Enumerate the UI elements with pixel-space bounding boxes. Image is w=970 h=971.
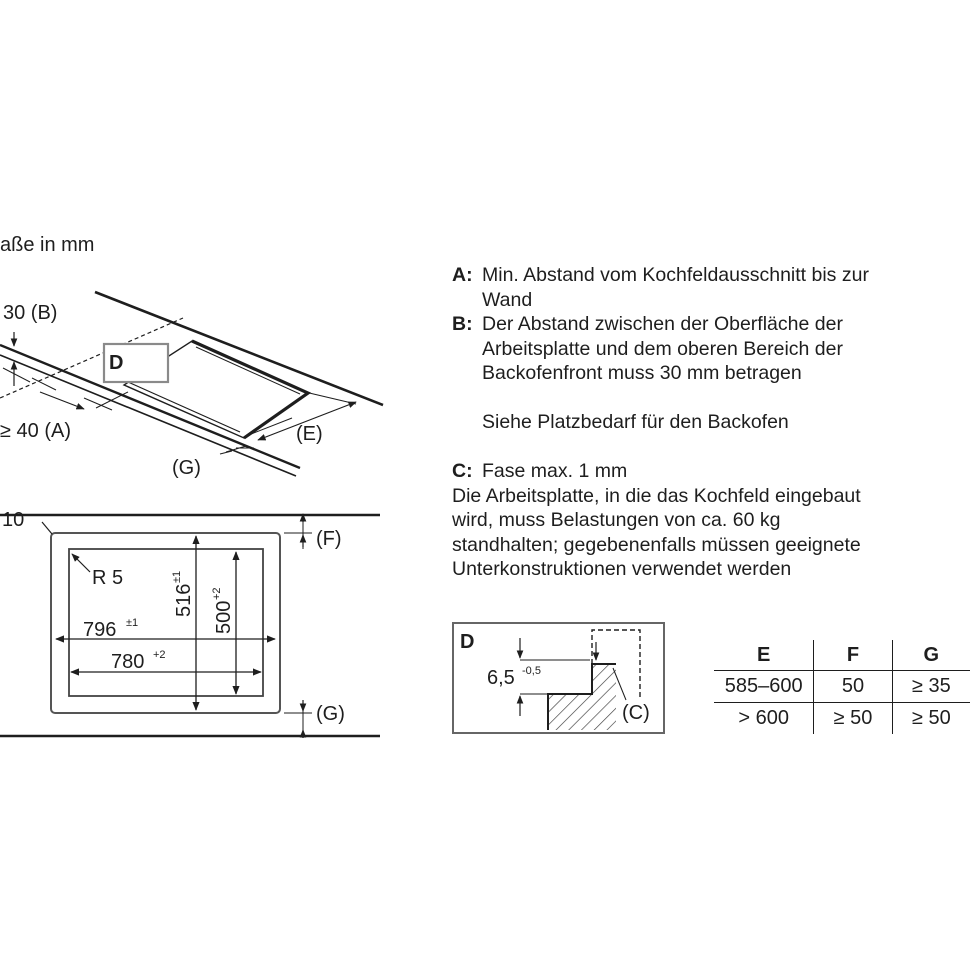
label-g-bottom: (G) xyxy=(316,703,345,725)
label-780: 780 xyxy=(111,651,144,673)
table-cell: ≥ 35 xyxy=(891,670,970,703)
units-note: aße in mm xyxy=(0,234,94,256)
note-line4: Unterkonstruktionen verwendet werden xyxy=(452,558,792,580)
legend-b-key: B: xyxy=(452,313,473,335)
label-500: 500 xyxy=(213,601,235,634)
legend-b-line4: Siehe Platzbedarf für den Backofen xyxy=(482,411,789,433)
legend-b-line3: Backofenfront muss 30 mm betragen xyxy=(482,362,802,384)
legend-b-line2: Arbeitsplatte und dem oberen Bereich der xyxy=(482,337,843,360)
label-796: 796 xyxy=(83,619,116,641)
legend-a-line1: Min. Abstand vom Kochfeldausschnitt bis … xyxy=(482,264,869,286)
label-516: 516 xyxy=(173,584,195,617)
note-line1: Die Arbeitsplatte, in die das Kochfeld e… xyxy=(452,484,861,507)
table-cell: ≥ 50 xyxy=(891,702,970,734)
detail-dim-tolerance: -0,5 xyxy=(522,665,541,677)
detail-label-c: (C) xyxy=(622,702,650,724)
label-796-tolerance: ±1 xyxy=(126,617,138,629)
label-e: (E) xyxy=(296,423,323,445)
legend-c-key: C: xyxy=(452,460,473,482)
label-780-tolerance: +2 xyxy=(153,649,166,661)
note-line3: standhalten; gegebenenfalls müssen geeig… xyxy=(452,533,861,556)
table-cell: 585–600 xyxy=(714,670,814,703)
legend-a-line2: Wand xyxy=(482,288,533,311)
label-f: (F) xyxy=(316,528,342,550)
legend-c-line1: Fase max. 1 mm xyxy=(482,460,628,482)
label-g-top: (G) xyxy=(172,457,201,479)
label-516-tolerance: ±1 xyxy=(171,571,183,583)
detail-label-d: D xyxy=(460,631,474,653)
table-cell: ≥ 50 xyxy=(813,702,893,734)
detail-d: D 6,5 -0,5 (C) xyxy=(452,622,665,734)
label-r5: R 5 xyxy=(92,567,123,589)
cutout-plan xyxy=(0,513,380,738)
table-header-row: E F G xyxy=(714,640,970,671)
table-header-f: F xyxy=(813,640,893,671)
dimensions-table: E F G 585–600 50 ≥ 35 > 600 ≥ 50 ≥ 50 xyxy=(714,640,970,734)
legend-b-line1: Der Abstand zwischen der Oberfläche der xyxy=(482,313,843,335)
label-10: 10 xyxy=(2,509,24,531)
legend-a-key: A: xyxy=(452,264,473,286)
table-row: 585–600 50 ≥ 35 xyxy=(714,670,970,703)
table-header-g: G xyxy=(891,640,970,671)
table-cell: > 600 xyxy=(714,702,814,734)
label-a: ≥ 40 (A) xyxy=(0,420,71,442)
table-row: > 600 ≥ 50 ≥ 50 xyxy=(714,702,970,734)
table-header-e: E xyxy=(757,643,771,666)
note-line2: wird, muss Belastungen von ca. 60 kg xyxy=(452,509,781,531)
label-d: D xyxy=(109,352,123,374)
cutout-labels: 10 R 5 796 ±1 780 +2 516 ±1 500 +2 (F) (… xyxy=(2,509,345,725)
table-cell: 50 xyxy=(813,670,893,703)
perspective-drawing xyxy=(0,290,384,477)
label-500-tolerance: +2 xyxy=(211,587,223,600)
label-b: 30 (B) xyxy=(3,302,57,324)
detail-dim: 6,5 xyxy=(487,667,515,689)
perspective-labels: aße in mm 30 (B) ≥ 40 (A) D (E) (G) xyxy=(0,234,323,479)
